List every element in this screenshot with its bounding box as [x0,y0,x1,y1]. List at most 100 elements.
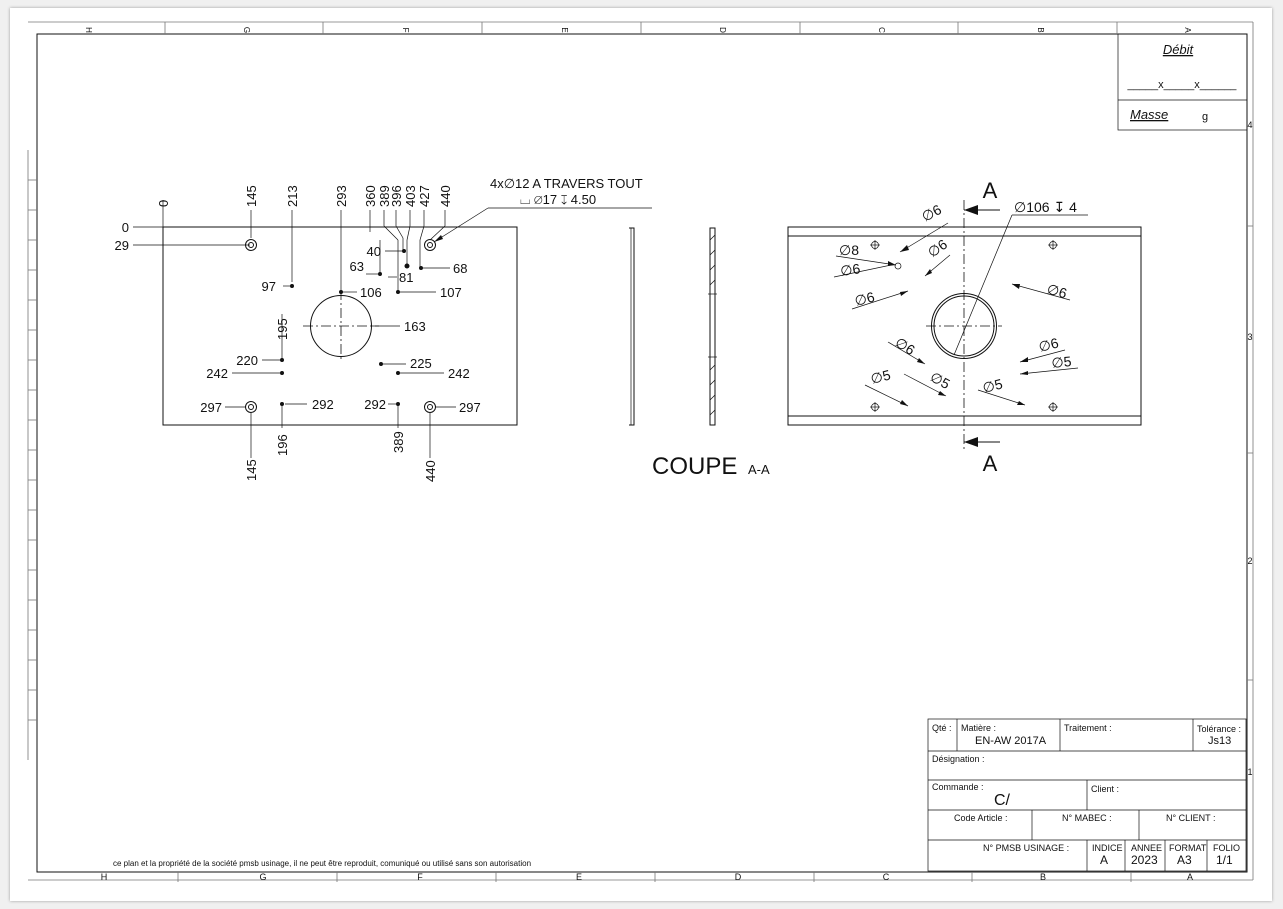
mabec-label: N° MABEC : [1062,813,1112,823]
center-bore [303,290,379,362]
zone-top-h: H [84,27,93,33]
drawing-canvas: H G F E D C B A H G F E D C B A 4 3 2 1 … [27,21,1254,882]
section-hole-br [1048,402,1058,412]
dim-x-389: 389 [377,185,392,207]
callout-d6-1: ∅6 [919,201,944,225]
inner-frame [36,33,1248,873]
format-value: A3 [1177,853,1192,867]
dim-x-213: 213 [285,185,300,207]
callout-d5-1: ∅5 [1051,353,1073,371]
callout-d6-5: ∅6 [1045,281,1069,302]
zone-bottom-g: G [259,872,266,882]
client-label: Client : [1091,784,1120,794]
corner-hole-br [424,401,436,413]
zone-right-3: 3 [1247,332,1252,342]
zone-top-f: F [401,28,410,33]
callout-d6-6: ∅6 [892,334,918,358]
dim-x-bottom-440: 440 [423,460,438,482]
dim-297-right: 297 [459,400,481,415]
callout-d8: ∅8 [839,242,859,258]
dim-106: 106 [360,285,382,300]
corner-hole-tr [424,239,436,251]
zone-right-4: 4 [1247,120,1252,130]
coupe-suffix: A-A [748,462,770,477]
dim-x-bottom-196: 196 [275,434,290,456]
cut-label-bottom: A [983,451,998,476]
zone-bottom-c: C [883,872,890,882]
bore-note: ∅106 ↧ 4 [1014,199,1077,215]
commande-value: C/ [994,792,1010,809]
callout-d5-4: ∅5 [981,376,1004,396]
hole-note-line1: 4x∅12 A TRAVERS TOUT [490,176,643,191]
zone-bottom-f: F [417,872,423,882]
zone-right-1: 1 [1247,767,1252,777]
section-outline [787,226,1142,426]
dim-x-293: 293 [334,185,349,207]
dim-40: 40 [367,244,381,259]
matiere-value: EN-AW 2017A [975,735,1047,747]
dim-x-bottom-145: 145 [244,459,259,481]
callout-d6-7: ∅6 [1037,335,1060,355]
bottom-zone-letters: H G F E D C B A [101,872,1193,882]
right-zone-numbers: 4 3 2 1 [1247,120,1252,777]
dim-81: 81 [399,270,413,285]
commande-label: Commande : [932,782,984,792]
dim-y-242: 242 [206,366,228,381]
section-hole-bl [870,402,880,412]
drawing-sheet: H G F E D C B A H G F E D C B A 4 3 2 1 … [10,8,1272,901]
dim-x-360: 360 [363,185,378,207]
section-hole-mid [894,262,902,270]
zone-bottom-a: A [1187,872,1193,882]
zone-top-e: E [560,27,569,32]
coupe-title: COUPE [652,453,737,480]
indice-label: INDICE [1092,843,1123,853]
dim-292-right: 292 [364,397,386,412]
front-view: 0 145 213 293 360 389 396 403 427 440 14… [115,176,652,482]
dim-242-right: 242 [448,366,470,381]
zone-top-b: B [1036,27,1045,32]
section-hole-tl [870,240,880,250]
dim-107: 107 [440,285,462,300]
side-profile-section [708,227,717,426]
dim-x-396: 396 [389,185,404,207]
callout-d6-3: ∅6 [925,236,951,261]
top-zone-ticks [164,22,1253,882]
dim-68: 68 [453,261,467,276]
dim-y-220: 220 [236,353,258,368]
annee-label: ANNEE [1131,843,1163,853]
debit-dims: _____x_____x______ [1127,79,1238,91]
qte-label: Qté : [932,723,952,733]
pmsb-label: N° PMSB USINAGE : [983,843,1070,853]
footer-note: ce plan et la propriété de la société pm… [113,859,532,868]
debit-label: Débit [1163,42,1195,57]
top-zone-letters: H G F E D C B A [84,27,1192,33]
callout-d6-4: ∅6 [853,289,876,309]
callout-d5-3: ∅5 [869,367,892,387]
tolerance-value: Js13 [1208,735,1232,747]
dim-63: 63 [350,259,364,274]
corner-hole-bl [245,401,257,413]
section-view: A A ∅106 ↧ 4 [787,178,1142,476]
folio-label: FOLIO [1213,843,1241,853]
small-hole-points [280,249,423,406]
zone-bottom-e: E [576,872,582,882]
annee-value: 2023 [1131,853,1158,867]
nclient-label: N° CLIENT : [1166,813,1216,823]
tolerance-label: Tolérance : [1197,724,1242,734]
designation-label: Désignation : [932,754,985,764]
zone-top-c: C [877,27,886,33]
dim-163: 163 [404,319,426,334]
dim-292-left: 292 [312,397,334,412]
callout-d6-2: ∅6 [839,260,861,279]
zone-bottom-b: B [1040,872,1046,882]
code-article-label: Code Article : [954,813,1008,823]
indice-value: A [1100,853,1109,867]
hole-note-line2: ⌴ ∅17 ↧ 4.50 [520,192,596,207]
zone-bottom-h: H [101,872,108,882]
format-label: FORMAT [1169,843,1207,853]
dim-225: 225 [410,356,432,371]
dim-y-29: 29 [115,238,129,253]
dim-x-427: 427 [417,185,432,207]
corner-hole-tl [245,239,257,251]
folio-value: 1/1 [1216,853,1233,867]
